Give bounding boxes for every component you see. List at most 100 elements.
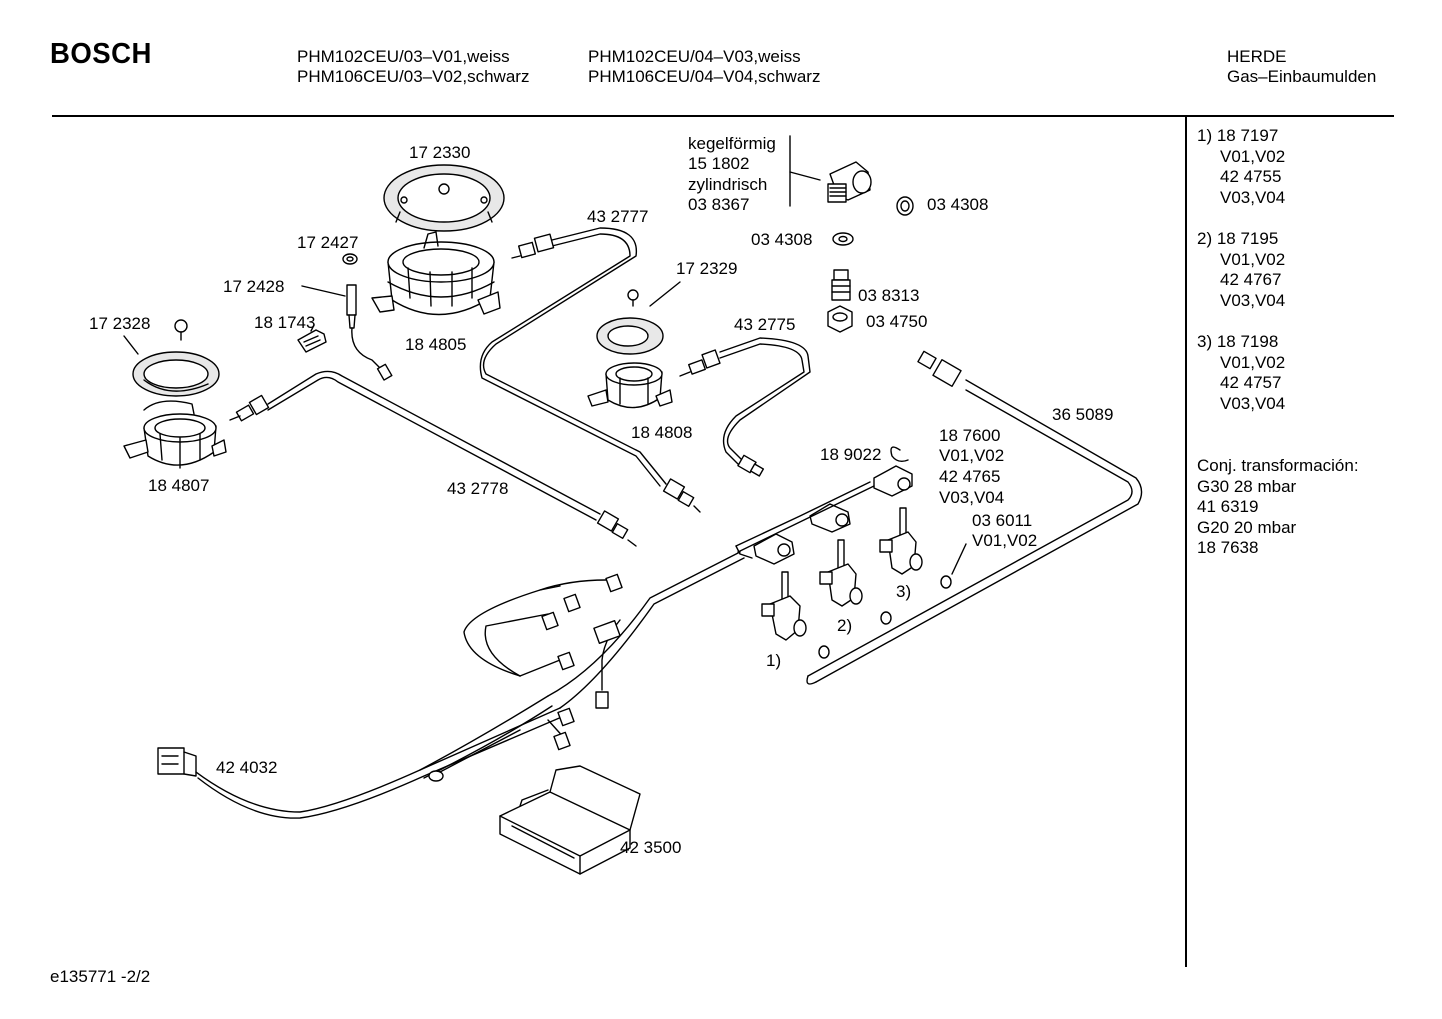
legend-line: 41 6319 — [1197, 497, 1259, 517]
label-038367: 03 8367 — [688, 195, 750, 214]
label-034308-a: 03 4308 — [927, 195, 989, 214]
tube-365089 — [806, 350, 1143, 685]
leader-036011 — [951, 543, 967, 575]
label-184805: 18 4805 — [405, 335, 467, 354]
spark-generator-423500 — [499, 765, 641, 875]
burner-housing-184805 — [371, 231, 501, 316]
washer-034308-b — [832, 232, 854, 246]
label-187600: 18 7600 — [939, 426, 1001, 445]
label-424765-variant: V03,V04 — [939, 488, 1005, 507]
seal-2 — [880, 611, 892, 625]
label-172427: 17 2427 — [297, 233, 359, 252]
tube-432775 — [679, 337, 811, 477]
gasket-172330 — [383, 164, 505, 232]
label-184807: 18 4807 — [148, 476, 210, 495]
valve-1 — [761, 571, 807, 641]
legend-line: Conj. transformación: — [1197, 456, 1359, 475]
label-181743: 18 1743 — [254, 313, 316, 332]
label-172329: 17 2329 — [676, 259, 738, 278]
label-valve-2: 2) — [837, 616, 853, 635]
ignition-bracket-mid — [809, 503, 851, 533]
seal-036011 — [940, 575, 952, 589]
tube-432778 — [229, 370, 637, 547]
legend-line: 18 7638 — [1197, 538, 1259, 558]
ignition-bracket-424765 — [873, 465, 913, 497]
label-zylindrisch: zylindrisch — [688, 175, 768, 194]
label-187600-variant: V01,V02 — [939, 446, 1005, 465]
nut-172427 — [342, 253, 358, 265]
leader-172328 — [123, 335, 139, 355]
wiring-bracket — [735, 481, 875, 553]
label-365089: 36 5089 — [1052, 405, 1114, 424]
label-172328: 17 2328 — [89, 314, 151, 333]
legend-line: 42 4757 — [1220, 373, 1282, 393]
leader-172329 — [649, 281, 681, 307]
label-172428: 17 2428 — [223, 277, 285, 296]
screw-left — [174, 319, 188, 333]
leader-elbow — [789, 171, 821, 181]
tube-432777 — [479, 227, 701, 513]
legend-line: 1) 18 7197 — [1197, 126, 1279, 145]
label-151802: 15 1802 — [688, 154, 750, 173]
burner-housing-184808 — [587, 362, 673, 409]
legend-line: G20 20 mbar — [1197, 517, 1297, 537]
legend-line: V03,V04 — [1220, 290, 1286, 310]
legend-line: G30 28 mbar — [1197, 476, 1297, 496]
screw-mid — [627, 289, 639, 301]
legend-transformation: Conj. transformación: G30 28 mbar 41 631… — [1197, 456, 1359, 559]
label-424765: 42 4765 — [939, 467, 1001, 486]
legend-line: V01,V02 — [1220, 249, 1286, 269]
legend-line: V01,V02 — [1220, 146, 1286, 166]
label-432778: 43 2778 — [447, 479, 509, 498]
clip-181743 — [297, 329, 327, 353]
category-subtitle: Gas–Einbaumulden — [1227, 67, 1377, 86]
harness-424032 — [157, 551, 745, 819]
model-line-2: PHM106CEU/03–V02,schwarz — [297, 67, 530, 86]
model-line-4: PHM106CEU/04–V04,schwarz — [588, 67, 821, 86]
label-034308-b: 03 4308 — [751, 230, 813, 249]
label-valve-1: 1) — [766, 651, 782, 670]
label-432777: 43 2777 — [587, 207, 649, 226]
ignition-bracket-low — [753, 533, 795, 565]
label-034750: 03 4750 — [866, 312, 928, 331]
legend-line: V03,V04 — [1220, 393, 1286, 413]
label-423500: 42 3500 — [620, 838, 682, 857]
elbow-fitting — [827, 161, 872, 203]
legend-line: 42 4767 — [1220, 270, 1282, 290]
document-id: e135771 -2/2 — [50, 967, 151, 986]
label-432775: 43 2775 — [734, 315, 796, 334]
washer-034308-a — [896, 196, 914, 216]
label-036011-variant: V01,V02 — [972, 531, 1038, 550]
label-184808: 18 4808 — [631, 423, 693, 442]
header-divider — [52, 115, 1394, 117]
legend-group-3: 3) 18 7198 V01,V02 42 4757 V03,V04 — [1197, 332, 1285, 414]
category-title: HERDE — [1227, 47, 1287, 66]
legend-line: 2) 18 7195 — [1197, 229, 1279, 248]
gasket-172328 — [132, 351, 220, 397]
valve-3 — [879, 507, 923, 575]
legend-line: V01,V02 — [1220, 352, 1286, 372]
label-036011: 03 6011 — [972, 511, 1033, 530]
legend-line: 42 4755 — [1220, 167, 1282, 187]
nipple-038313 — [831, 269, 851, 301]
sidebar-divider — [1185, 116, 1187, 967]
clip-189022 — [890, 446, 909, 463]
gasket-172329 — [596, 317, 664, 355]
legend-line: 3) 18 7198 — [1197, 332, 1279, 351]
label-424032: 42 4032 — [216, 758, 278, 777]
brand-logo: BOSCH — [50, 38, 152, 70]
nut-034750 — [827, 305, 853, 333]
electrode-172428 — [346, 284, 393, 381]
burner-housing-184807 — [123, 400, 227, 469]
model-line-1: PHM102CEU/03–V01,weiss — [297, 47, 510, 66]
legend-group-1: 1) 18 7197 V01,V02 42 4755 V03,V04 — [1197, 126, 1285, 208]
leader-172428 — [301, 285, 346, 297]
label-038313: 03 8313 — [858, 286, 920, 305]
seal-1 — [818, 645, 830, 659]
label-189022: 18 9022 — [820, 445, 882, 464]
model-line-3: PHM102CEU/04–V03,weiss — [588, 47, 801, 66]
legend-group-2: 2) 18 7195 V01,V02 42 4767 V03,V04 — [1197, 229, 1285, 311]
label-172330: 17 2330 — [409, 143, 471, 162]
